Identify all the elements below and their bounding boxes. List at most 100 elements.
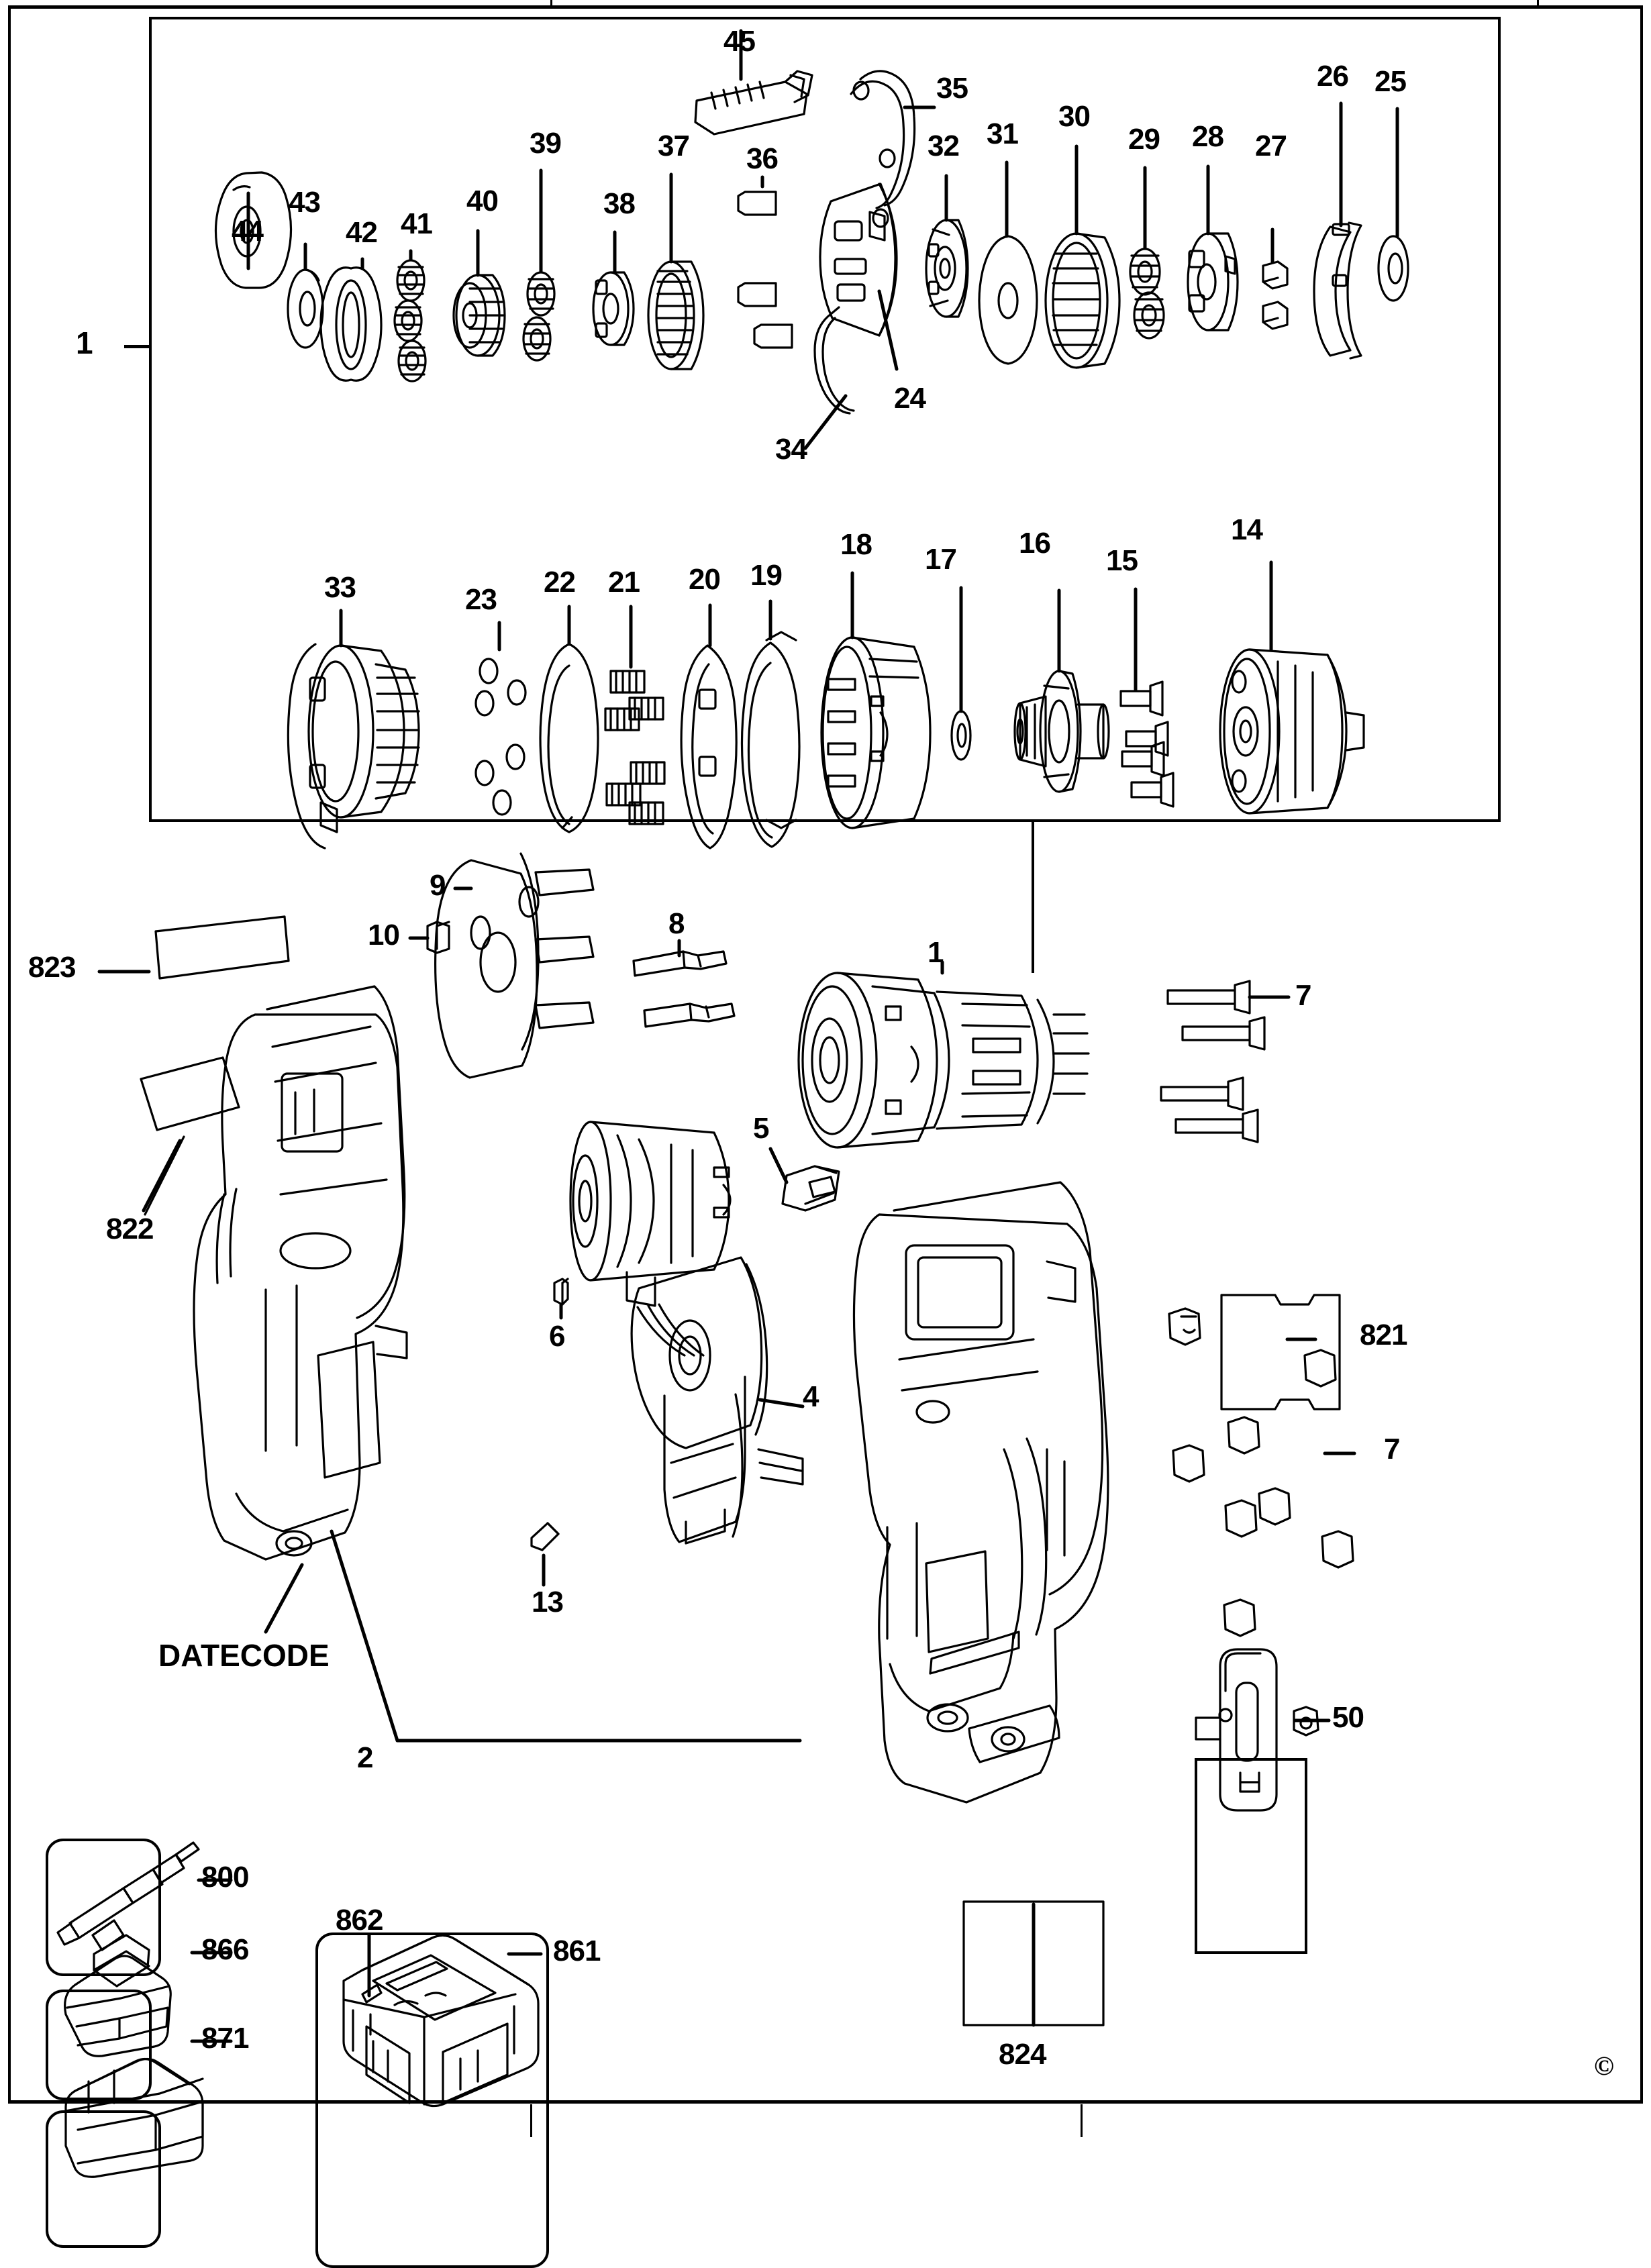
callout-22: 22 xyxy=(544,566,576,599)
callout-41: 41 xyxy=(401,207,433,240)
part-7-top xyxy=(1160,980,1266,1143)
part-861 xyxy=(342,1934,540,2108)
part-14 xyxy=(1219,648,1365,815)
callout-800: 800 xyxy=(201,1861,249,1894)
page-right-edge xyxy=(1640,5,1643,2102)
callout-37: 37 xyxy=(658,130,690,162)
callout-8: 8 xyxy=(668,907,685,940)
page-bottom-rule xyxy=(8,2100,1643,2104)
part-10 xyxy=(426,921,450,954)
callout-21: 21 xyxy=(608,566,640,599)
callout-50: 50 xyxy=(1332,1701,1364,1734)
part-800 xyxy=(56,1841,200,1951)
part-37 xyxy=(647,260,705,370)
part-4 xyxy=(630,1256,804,1545)
part-6 xyxy=(553,1278,569,1306)
part-42 xyxy=(319,266,383,382)
callout-24: 24 xyxy=(894,382,926,415)
callout-43: 43 xyxy=(289,186,321,219)
part-25 xyxy=(1377,235,1409,302)
part-21 xyxy=(604,670,666,825)
callout-7-lower: 7 xyxy=(1384,1433,1401,1465)
callout-866: 866 xyxy=(201,1933,249,1966)
callout-823: 823 xyxy=(28,951,76,984)
part-27 xyxy=(1262,260,1289,330)
callout-19: 19 xyxy=(750,559,783,592)
callout-822: 822 xyxy=(106,1213,154,1245)
part-16 xyxy=(1013,670,1110,793)
callout-9: 9 xyxy=(430,869,446,902)
callout-27: 27 xyxy=(1255,130,1287,162)
part-26 xyxy=(1313,221,1362,360)
housing-left xyxy=(193,985,408,1561)
part-30 xyxy=(1044,232,1121,369)
callout-25: 25 xyxy=(1374,65,1407,98)
callout-33: 33 xyxy=(324,571,356,604)
accessory-box-800 xyxy=(46,1839,161,1976)
callout-28: 28 xyxy=(1192,120,1224,153)
gearbox-to-assembly-leader xyxy=(1032,822,1034,973)
callout-2: 2 xyxy=(357,1741,374,1774)
leader-lines xyxy=(97,29,1399,2043)
callout-10: 10 xyxy=(368,919,400,951)
callout-18: 18 xyxy=(840,528,872,561)
callout-20: 20 xyxy=(689,563,721,596)
callout-38: 38 xyxy=(603,187,636,220)
page-top-rule xyxy=(8,5,1643,9)
datecode-label: DATECODE xyxy=(158,1638,330,1673)
callout-29: 29 xyxy=(1128,123,1160,156)
part-18 xyxy=(820,636,932,829)
bottom-tick-1 xyxy=(530,2104,532,2137)
parts-diagram-sheet: © 1 xyxy=(8,0,1643,2268)
callout-821: 821 xyxy=(1360,1319,1407,1351)
part-32 xyxy=(925,219,969,318)
callout-40: 40 xyxy=(466,185,499,217)
part-23 xyxy=(474,658,527,816)
callout-7-upper: 7 xyxy=(1295,979,1312,1012)
part-13 xyxy=(530,1522,560,1551)
callout-32: 32 xyxy=(928,130,960,162)
callout-862: 862 xyxy=(336,1904,383,1937)
part-39 xyxy=(522,271,556,362)
part-29 xyxy=(1129,248,1165,340)
part-5 xyxy=(781,1165,840,1212)
part-28 xyxy=(1187,232,1239,331)
part-862 xyxy=(361,1983,383,2004)
part-35 xyxy=(850,70,916,228)
accessory-box-50 xyxy=(1195,1758,1307,1954)
housing-right xyxy=(852,1181,1109,1804)
callout-14: 14 xyxy=(1231,513,1263,546)
callout-31: 31 xyxy=(987,117,1019,150)
accessory-box-871 xyxy=(46,2110,161,2248)
callout-26: 26 xyxy=(1317,60,1349,93)
part-41 xyxy=(393,259,427,382)
part-823 xyxy=(154,915,290,980)
part-50 xyxy=(1195,1648,1319,1812)
part-17 xyxy=(950,710,972,761)
callout-30: 30 xyxy=(1058,100,1091,133)
callout-15: 15 xyxy=(1106,544,1138,577)
accessory-box-866 xyxy=(46,1990,152,2100)
gearbox-bracket-leader xyxy=(124,345,151,348)
callout-5: 5 xyxy=(753,1112,770,1145)
part-8 xyxy=(632,950,736,1028)
page-left-edge xyxy=(8,5,11,2102)
part-36 xyxy=(737,191,793,349)
accessory-box-861 xyxy=(315,1932,549,2268)
callout-871: 871 xyxy=(201,2022,249,2055)
part-22 xyxy=(539,643,599,833)
callout-36: 36 xyxy=(746,142,779,175)
callout-39: 39 xyxy=(530,127,562,160)
callout-42: 42 xyxy=(346,216,378,249)
part-9 xyxy=(434,852,595,1079)
callout-35: 35 xyxy=(936,72,968,105)
part-1-assembly xyxy=(797,972,1090,1149)
callout-44: 44 xyxy=(232,215,264,248)
callout-23: 23 xyxy=(465,583,497,616)
callout-1-lower: 1 xyxy=(928,936,944,969)
part-822 xyxy=(140,1056,240,1216)
part-20 xyxy=(680,644,738,849)
callout-6: 6 xyxy=(549,1320,566,1353)
bottom-tick-2 xyxy=(1081,2104,1083,2137)
part-45 xyxy=(694,70,813,136)
